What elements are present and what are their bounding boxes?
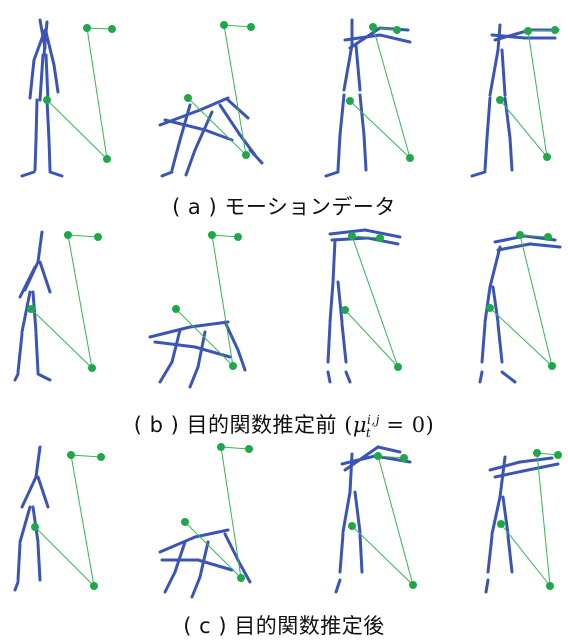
markers-c1	[31, 451, 105, 590]
caption-b-sub: t	[365, 426, 372, 441]
pose-b3	[326, 228, 402, 384]
caption-b-mu: μ	[352, 413, 368, 437]
pose-a1	[20, 18, 64, 178]
caption-c-text: ( c ) 目的関数推定後	[183, 614, 385, 638]
markers-b3	[341, 232, 402, 371]
pose-b4	[478, 234, 562, 384]
caption-b-eq: = 0)	[379, 413, 435, 437]
row-a-figures	[20, 18, 560, 178]
markers-b4	[486, 231, 556, 370]
figure-row-b	[0, 222, 568, 404]
caption-b: ( b ) 目的関数推定前 (μi,jt = 0)	[0, 409, 568, 439]
row-c-figures	[13, 443, 562, 599]
caption-a: ( a ) モーションデータ	[0, 191, 568, 221]
markers-a3	[346, 23, 414, 162]
pose-c1	[13, 445, 50, 592]
caption-b-math: (μi,jt = 0)	[344, 413, 435, 441]
markers-b1	[27, 231, 102, 372]
markers-a4	[496, 26, 559, 161]
caption-c: ( c ) 目的関数推定後	[0, 610, 568, 640]
caption-a-text: ( a ) モーションデータ	[172, 195, 396, 219]
markers-c3	[348, 452, 417, 589]
caption-b-text: ( b ) 目的関数推定前	[133, 413, 337, 437]
pose-c4	[484, 455, 560, 594]
pose-a3	[324, 18, 412, 178]
pose-c2	[158, 528, 252, 599]
markers-b2	[172, 231, 242, 370]
pose-a4	[470, 23, 560, 178]
markers-c4	[497, 449, 562, 590]
caption-b-sup: i,j	[367, 413, 380, 427]
markers-a2	[184, 21, 255, 159]
pose-a2	[158, 96, 264, 178]
figure-row-a	[0, 0, 568, 190]
markers-a1	[43, 24, 116, 163]
caption-b-paren-open: (	[344, 413, 353, 437]
markers-c2	[181, 443, 253, 582]
row-b-figures	[13, 228, 562, 389]
pose-c3	[334, 445, 412, 594]
figure-row-c	[0, 442, 568, 604]
